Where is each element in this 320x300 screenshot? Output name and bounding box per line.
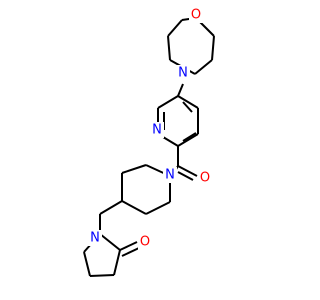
bond-carbonyl: [177, 165, 198, 177]
bond-double: [182, 101, 193, 113]
bond-linker: [99, 200, 123, 215]
atom-label-nitrogen-morpholine: N: [176, 65, 190, 81]
atom-n-pyrr: N: [90, 231, 100, 246]
atom-label-nitrogen-pyrrolidinone: N: [88, 230, 102, 246]
atom-label-oxygen-morpholine: O: [189, 7, 203, 23]
atom-label-oxygen-lactam: O: [138, 234, 152, 250]
bond-n-to-pyridine: [177, 83, 184, 97]
bond: [89, 274, 115, 277]
atom-o-lact: O: [140, 235, 150, 250]
pyridine-ring: [157, 95, 199, 147]
bond: [121, 200, 147, 215]
chemical-structure: O N N O N N: [83, 7, 215, 277]
bond-lactam-carbonyl: [119, 241, 138, 251]
atom-labels: O N N O N N: [88, 7, 212, 250]
bond-double: [182, 132, 197, 142]
bond: [83, 251, 91, 277]
atom-n-pip: N: [165, 168, 175, 183]
bond: [167, 35, 171, 61]
structure-canvas: O N N O N N: [83, 7, 215, 277]
atom-label-nitrogen-pyridine: N: [150, 122, 164, 138]
bond: [99, 233, 121, 251]
atom-o-carb: O: [200, 171, 210, 186]
bond: [167, 19, 183, 37]
bond: [157, 95, 179, 109]
atom-label-oxygen-carbonyl: O: [198, 170, 212, 186]
bond: [177, 133, 199, 147]
bond-lactam-carbonyl: [121, 247, 140, 257]
piperidine-ring: [121, 164, 171, 215]
bond: [211, 35, 215, 61]
bond-carbonyl: [177, 171, 194, 181]
atom-n-pyr: N: [152, 123, 162, 138]
bond: [194, 59, 213, 75]
atom-label-nitrogen-piperidine: N: [163, 167, 177, 183]
bond: [145, 201, 171, 215]
oxazepane-ring: [167, 17, 215, 75]
atom-n-morph: N: [178, 66, 188, 81]
bond: [113, 249, 121, 276]
atom-o-morph: O: [191, 8, 201, 23]
bond: [177, 95, 199, 109]
bond: [121, 164, 147, 174]
